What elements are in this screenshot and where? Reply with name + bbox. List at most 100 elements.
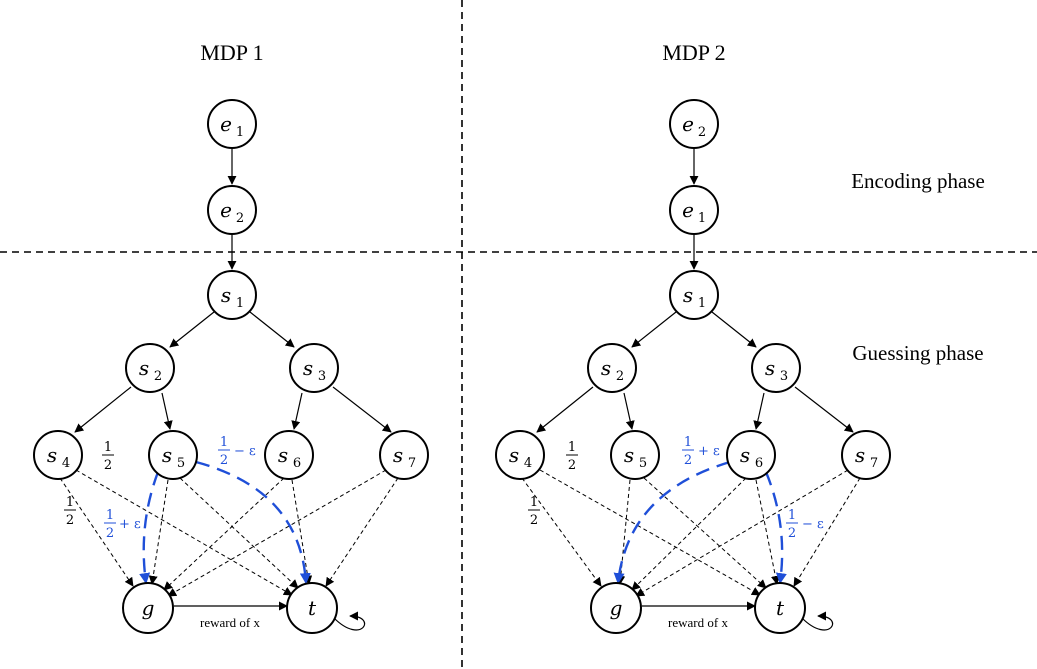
node-s6-sub: 6 <box>755 456 763 471</box>
node-s1-base: s <box>221 283 231 307</box>
frac-den: 2 <box>568 458 576 473</box>
node-s7-sub: 7 <box>408 456 416 471</box>
prob-half-s4-below: 1 2 <box>528 495 540 528</box>
edge-s3-s6 <box>291 392 303 430</box>
node-s7-base: s <box>855 443 865 467</box>
dash-s6-t <box>291 479 313 585</box>
blue-s6-g <box>613 460 731 585</box>
edge-s1-s3 <box>249 311 295 348</box>
node-s5-sub: 5 <box>639 456 647 471</box>
node-s3-sub: 3 <box>318 369 326 384</box>
reward-label: reward of x <box>200 615 260 630</box>
prob-minus-eps: 1 2 − ε <box>218 435 256 468</box>
edge-s1-s2 <box>631 311 677 348</box>
node-s6-base: s <box>278 443 288 467</box>
node-s1: s 1 <box>207 270 257 320</box>
node-e1-base: e <box>682 198 694 222</box>
frac-num: 1 <box>530 495 538 510</box>
node-e1-sub: 1 <box>236 125 244 140</box>
node-s4-base: s <box>509 443 519 467</box>
node-s7-sub: 7 <box>870 456 878 471</box>
node-g-base: g <box>142 596 155 620</box>
frac-op: − ε <box>234 444 256 459</box>
dash-s4-t <box>539 469 761 596</box>
mdp1-title: MDP 1 <box>200 40 263 65</box>
dash-s6-g <box>631 477 747 591</box>
node-s1-base: s <box>683 283 693 307</box>
node-s2-base: s <box>601 356 611 380</box>
node-s7-base: s <box>393 443 403 467</box>
frac-den: 2 <box>220 453 228 468</box>
node-g: g <box>122 582 174 634</box>
dash-s6-t <box>755 479 780 585</box>
node-s5: s 5 <box>610 430 660 480</box>
node-s7: s 7 <box>379 430 429 480</box>
dash-s4-g <box>59 477 134 587</box>
prob-half-s4-below: 1 2 <box>64 495 76 528</box>
prob-half-s4-right: 1 2 <box>102 440 114 473</box>
frac-op: + ε <box>698 444 720 459</box>
frac-den: 2 <box>684 453 692 468</box>
node-g: g <box>590 582 642 634</box>
node-t-base: t <box>776 596 785 620</box>
mdp2-probability-labels: 1 2 1 2 1 2 + ε 1 2 − ε reward of x <box>528 435 824 630</box>
node-e2: e 2 <box>669 99 719 149</box>
dash-s5-t <box>179 477 299 589</box>
node-s2: s 2 <box>587 343 637 393</box>
mdp2-edges <box>521 148 861 631</box>
node-s1: s 1 <box>669 270 719 320</box>
node-s6-sub: 6 <box>293 456 301 471</box>
frac-den: 2 <box>104 458 112 473</box>
node-s6: s 6 <box>726 430 776 480</box>
node-e2-sub: 2 <box>698 125 706 140</box>
edge-s1-s2 <box>169 311 215 348</box>
node-s2: s 2 <box>125 343 175 393</box>
node-s5-base: s <box>162 443 172 467</box>
frac-num: 1 <box>568 440 576 455</box>
node-s7: s 7 <box>841 430 891 480</box>
node-s3-sub: 3 <box>780 369 788 384</box>
node-e1-sub: 1 <box>698 211 706 226</box>
frac-op: + ε <box>119 517 141 532</box>
mdp1-edges <box>59 148 399 631</box>
frac-num: 1 <box>684 435 692 450</box>
edge-s2-s4 <box>74 386 132 433</box>
node-t: t <box>286 582 338 634</box>
node-t-base: t <box>308 596 317 620</box>
dash-s7-t <box>793 477 861 587</box>
frac-num: 1 <box>220 435 228 450</box>
dash-s4-g <box>521 477 602 587</box>
node-e1: e 1 <box>669 185 719 235</box>
node-e2-sub: 2 <box>236 211 244 226</box>
frac-num: 1 <box>788 508 796 523</box>
node-s3: s 3 <box>289 343 339 393</box>
reward-label: reward of x <box>668 615 728 630</box>
node-s4-sub: 4 <box>524 456 532 471</box>
node-s4: s 4 <box>33 430 83 480</box>
prob-minus-eps: 1 2 − ε <box>786 508 824 541</box>
self-loop-t <box>333 611 366 631</box>
blue-s5-g <box>139 471 160 585</box>
edge-s3-s6 <box>753 392 765 430</box>
frac-den: 2 <box>788 526 796 541</box>
edge-s3-s7 <box>794 386 854 433</box>
blue-s5-t <box>195 460 311 585</box>
node-e2: e 2 <box>207 185 257 235</box>
node-s1-sub: 1 <box>236 296 244 311</box>
edge-s2-s4 <box>536 386 594 433</box>
node-s3: s 3 <box>751 343 801 393</box>
node-s3-base: s <box>765 356 775 380</box>
prob-plus-eps: 1 2 + ε <box>682 435 720 468</box>
node-t: t <box>754 582 806 634</box>
frac-den: 2 <box>106 526 114 541</box>
prob-half-s4-right: 1 2 <box>566 440 578 473</box>
node-e1: e 1 <box>207 99 257 149</box>
dash-s5-t <box>643 477 767 589</box>
edge-s3-s7 <box>332 386 392 433</box>
node-s2-sub: 2 <box>154 369 162 384</box>
node-s2-sub: 2 <box>616 369 624 384</box>
frac-op: − ε <box>802 517 824 532</box>
dash-s7-g <box>167 469 387 597</box>
dash-s6-g <box>163 477 285 591</box>
node-e2-base: e <box>220 198 232 222</box>
